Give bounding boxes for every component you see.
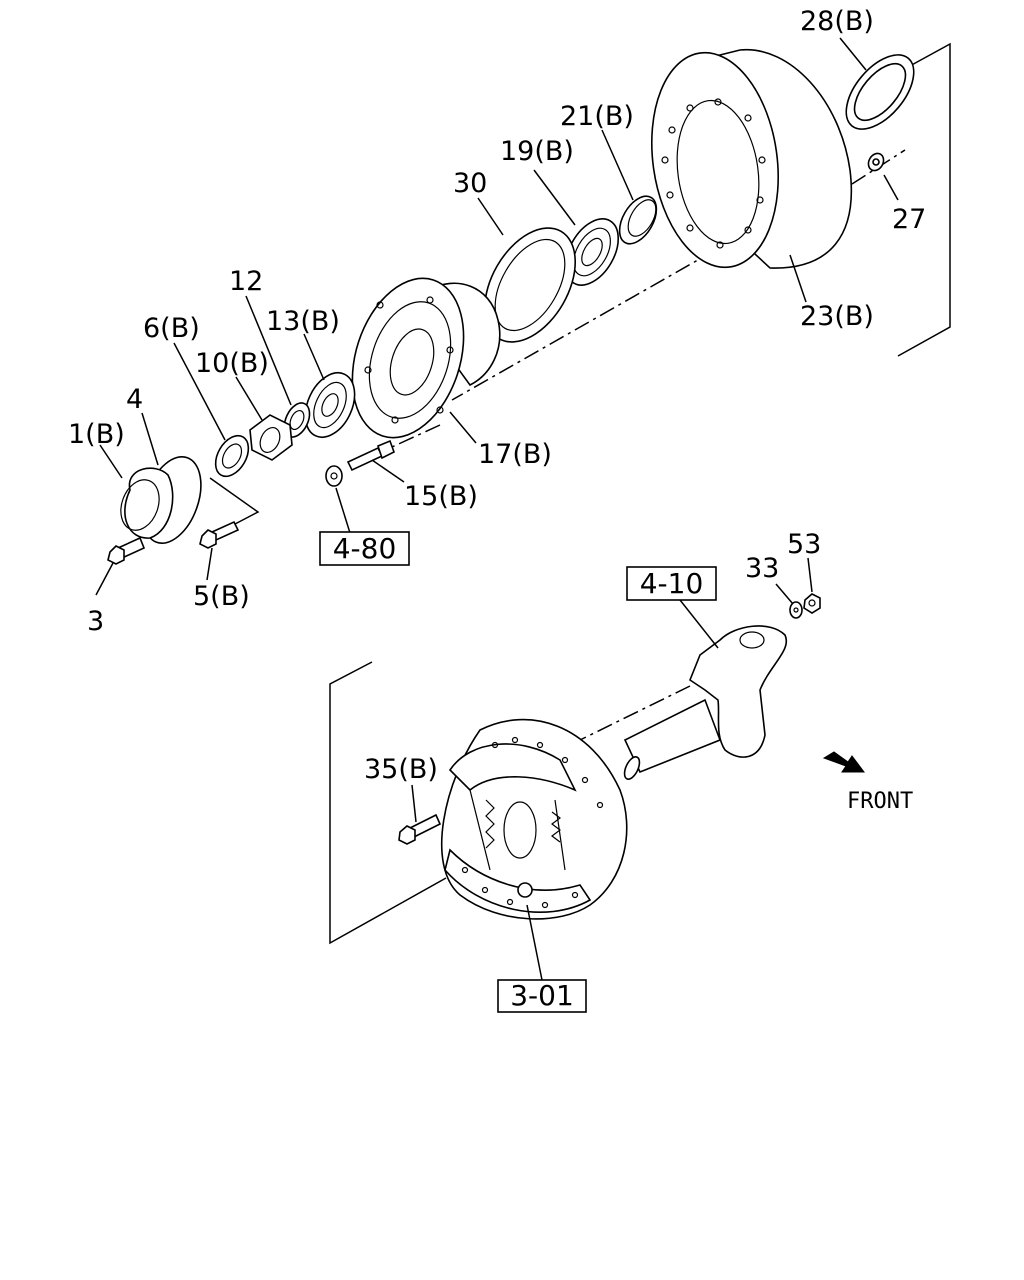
brake-drum-part [650,49,853,269]
small-nut-part [867,152,885,172]
reference-box-480: 4-80 [319,531,410,566]
callout-53: 53 [787,529,821,560]
outer-bearing-part [564,218,620,286]
callout-21: 21(B) [560,101,634,132]
oil-seal-part [845,54,915,130]
callout-6: 6(B) [143,313,200,344]
callout-13: 13(B) [266,306,340,337]
brake-assembly-part [440,718,628,920]
knuckle-washer-part [789,601,803,619]
callout-30: 30 [453,168,487,199]
svg-text:4-80: 4-80 [333,532,397,565]
lower-bracket-frame [329,661,447,945]
callout-19: 19(B) [500,136,574,167]
callout-4: 4 [126,384,143,415]
callout-33: 33 [745,553,779,584]
callout-12: 12 [229,266,263,297]
callout-3: 3 [87,606,104,637]
svg-text:3-01: 3-01 [510,979,574,1012]
front-direction-indicator: FRONT [822,751,913,814]
steering-knuckle-part [623,625,788,780]
callout-5: 5(B) [193,581,250,612]
reference-box-410: 4-10 [626,566,717,601]
callout-28: 28(B) [800,6,874,37]
wheel-hub-part [351,277,501,439]
callout-27: 27 [892,204,926,235]
cap-bolt-part [107,536,146,565]
svg-text:4-10: 4-10 [640,567,704,600]
front-label: FRONT [847,789,913,814]
hub-seal-part [214,434,250,478]
backing-plate-bolt-part [398,813,442,845]
inner-bearing-part [304,372,356,438]
callout-23: 23(B) [800,301,874,332]
callout-17: 17(B) [478,439,552,470]
callout-35: 35(B) [364,754,438,785]
abs-ring-part [483,227,577,343]
leader-lines [95,37,899,981]
hub-cap-part [120,455,202,545]
brake-rivets [461,736,604,909]
lock-nut-part [249,414,293,461]
hub-nut-part [325,465,343,487]
hub-bolt-part [199,520,240,549]
knuckle-nut-part [803,593,821,614]
hub-stud-part [346,439,395,472]
reference-box-301: 3-01 [497,979,587,1013]
arrow-icon [822,751,865,773]
callout-1: 1(B) [68,419,125,450]
callout-15: 15(B) [404,481,478,512]
spacer-ring-part [618,195,658,245]
upper-bracket-frame [897,42,951,357]
callout-10: 10(B) [195,348,269,379]
callout-labels: 28(B) 27 21(B) 19(B) 30 23(B) 12 13(B) 6… [68,6,926,785]
